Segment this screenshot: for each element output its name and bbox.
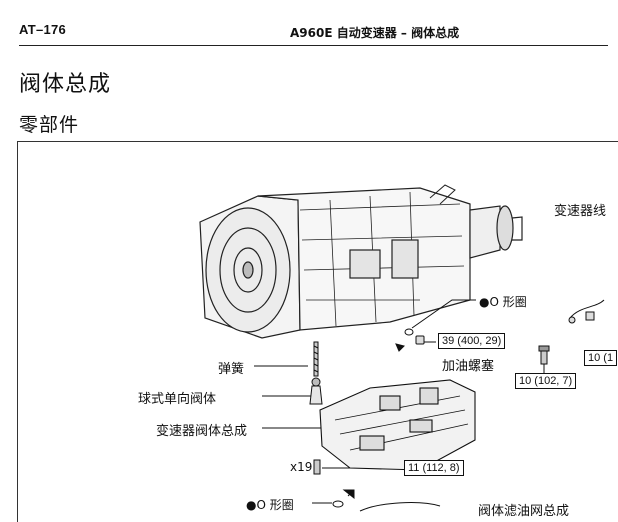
page-number: AT–176 [19,22,67,37]
valve-body-label: 变速器阀体总成 [156,424,248,439]
valve-body-illustration [319,379,476,471]
running-title: A960E 自动变速器 – 阀体总成 [290,26,460,40]
check-ball-body-part [309,377,323,405]
torque-bolt-left: 10 (102, 7) [515,373,577,389]
o-ring-label-lower: ●O 形圈 [246,498,294,512]
spring-part [313,341,319,377]
torque-valve-body-bolts: 11 (112, 8) [404,460,464,476]
bolt-count: x19 [290,460,313,474]
transmission-wire-part [568,299,605,324]
strainer-label: 阀体滤油网总成 [478,504,570,519]
refill-plug-label: 加油螺塞 [442,359,495,374]
torque-refill-plug: 39 (400, 29) [438,333,506,349]
transmission-wire-label: 变速器线 [554,204,607,219]
check-ball-body-label: 球式单向阀体 [138,392,217,407]
header-rule [19,45,608,46]
o-ring-lower-part [332,489,441,512]
torque-bolt-right: 10 (1 [584,350,618,366]
spring-label: 弹簧 [218,362,245,377]
exploded-view-diagram [199,184,605,512]
figure-frame [17,141,618,522]
page-header: AT–176 A960E 自动变速器 – 阀体总成 [0,0,608,46]
section-title: 阀体总成 [19,72,112,97]
transmission-case-illustration [199,184,523,339]
o-ring-label-upper: ●O 形圈 [479,295,527,309]
subsection-title: 零部件 [19,114,80,136]
bolt-parts [313,345,550,475]
refill-plug-parts [395,328,425,352]
